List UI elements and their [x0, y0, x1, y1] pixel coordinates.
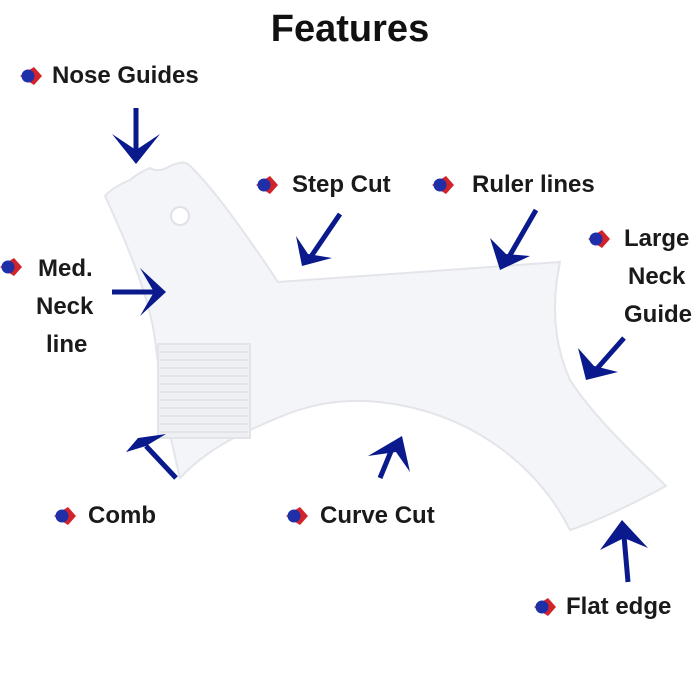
- label-nose-guides: Nose Guides: [52, 62, 199, 89]
- arrow-med-neck-line-icon: [112, 268, 166, 316]
- label-curve-cut: Curve Cut: [320, 502, 435, 529]
- label-comb: Comb: [88, 502, 156, 529]
- page-title: Features: [270, 8, 430, 50]
- bullet-flat-edge-icon: [534, 598, 556, 616]
- bullet-large-neck-guide-icon: [588, 230, 610, 248]
- label-med-neck-line-line2: Neck: [36, 293, 94, 320]
- hanging-hole: [170, 206, 190, 226]
- bullet-step-cut-icon: [256, 176, 278, 194]
- arrow-comb-icon: [126, 434, 178, 480]
- label-large-neck-guide-line1: Large: [624, 225, 690, 252]
- bullet-nose-guides-icon: [20, 67, 42, 85]
- arrow-large-neck-guide-icon: [578, 336, 626, 380]
- label-large-neck-guide-line3: Guide: [624, 301, 693, 328]
- arrow-ruler-lines-icon: [490, 208, 539, 270]
- bullet-med-neck-line-icon: [0, 258, 22, 276]
- arrow-nose-guides-icon: [112, 108, 160, 164]
- bullet-ruler-lines-icon: [432, 176, 454, 194]
- label-med-neck-line-line3: line: [46, 331, 88, 358]
- comb-teeth: [157, 343, 251, 439]
- beard-shaping-tool: [103, 161, 668, 532]
- arrow-flat-edge-icon: [600, 520, 648, 583]
- arrow-step-cut-icon: [296, 212, 343, 266]
- bullet-curve-cut-icon: [286, 507, 308, 525]
- label-flat-edge: Flat edge: [566, 593, 672, 620]
- arrow-curve-cut-icon: [368, 436, 410, 479]
- label-med-neck-line-line1: Med.: [38, 255, 93, 282]
- bullet-comb-icon: [54, 507, 76, 525]
- label-ruler-lines: Ruler lines: [472, 171, 595, 198]
- label-large-neck-guide-line2: Neck: [628, 263, 686, 290]
- label-step-cut: Step Cut: [292, 171, 391, 198]
